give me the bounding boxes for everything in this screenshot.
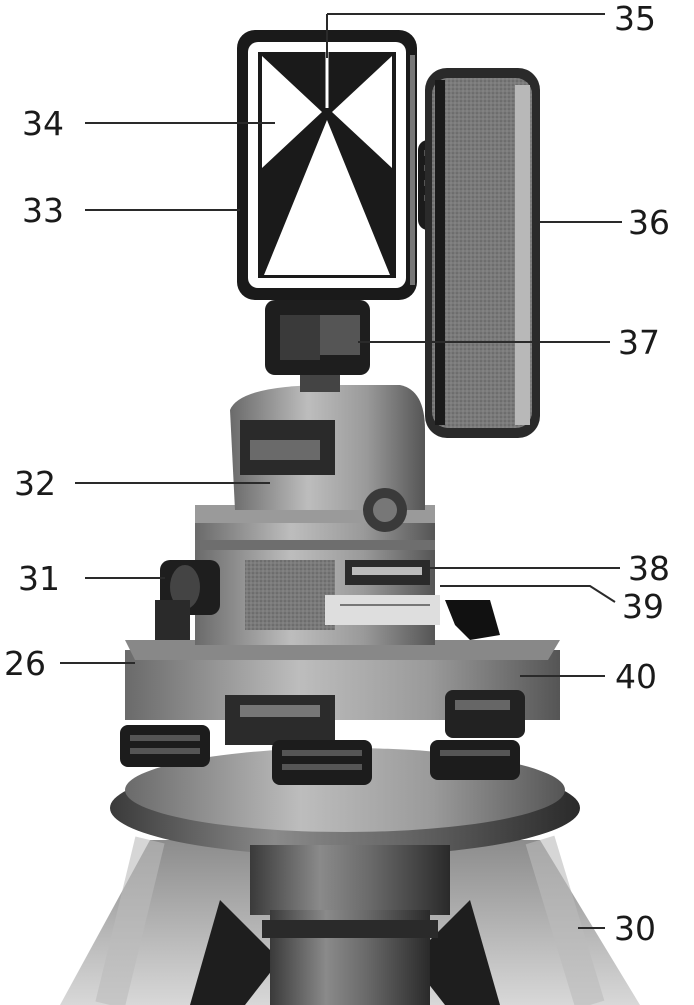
eyepiece-knob	[155, 560, 220, 640]
callout-35: 35	[614, 0, 656, 38]
foot-screw-center	[272, 740, 372, 785]
callout-32: 32	[14, 464, 56, 503]
foot-screw-right	[430, 740, 520, 780]
level-scale	[325, 595, 440, 625]
foot-screw-left	[120, 725, 210, 767]
callout-37: 37	[618, 323, 660, 362]
callout-39: 39	[622, 587, 664, 626]
callout-36: 36	[628, 203, 670, 242]
reflector-box	[425, 68, 540, 438]
tribrach	[120, 640, 560, 785]
lock-lever	[445, 600, 500, 640]
target-plate	[237, 30, 417, 300]
leader-lines	[60, 13, 622, 929]
sight-head	[230, 370, 425, 532]
leader-39	[440, 585, 616, 603]
callout-38: 38	[628, 549, 670, 588]
callout-26: 26	[4, 644, 46, 683]
tripod	[60, 748, 640, 1005]
callout-34: 34	[22, 104, 64, 143]
callout-labels: 35 34 33 36 37 32 31 38 39 26 40 30	[4, 0, 670, 948]
prism-holder	[265, 300, 370, 375]
callout-33: 33	[22, 191, 64, 230]
tribrach-clamp	[445, 690, 525, 738]
callout-31: 31	[18, 559, 60, 598]
callout-30: 30	[614, 909, 656, 948]
adapter-body	[155, 505, 500, 645]
callout-40: 40	[615, 657, 657, 696]
